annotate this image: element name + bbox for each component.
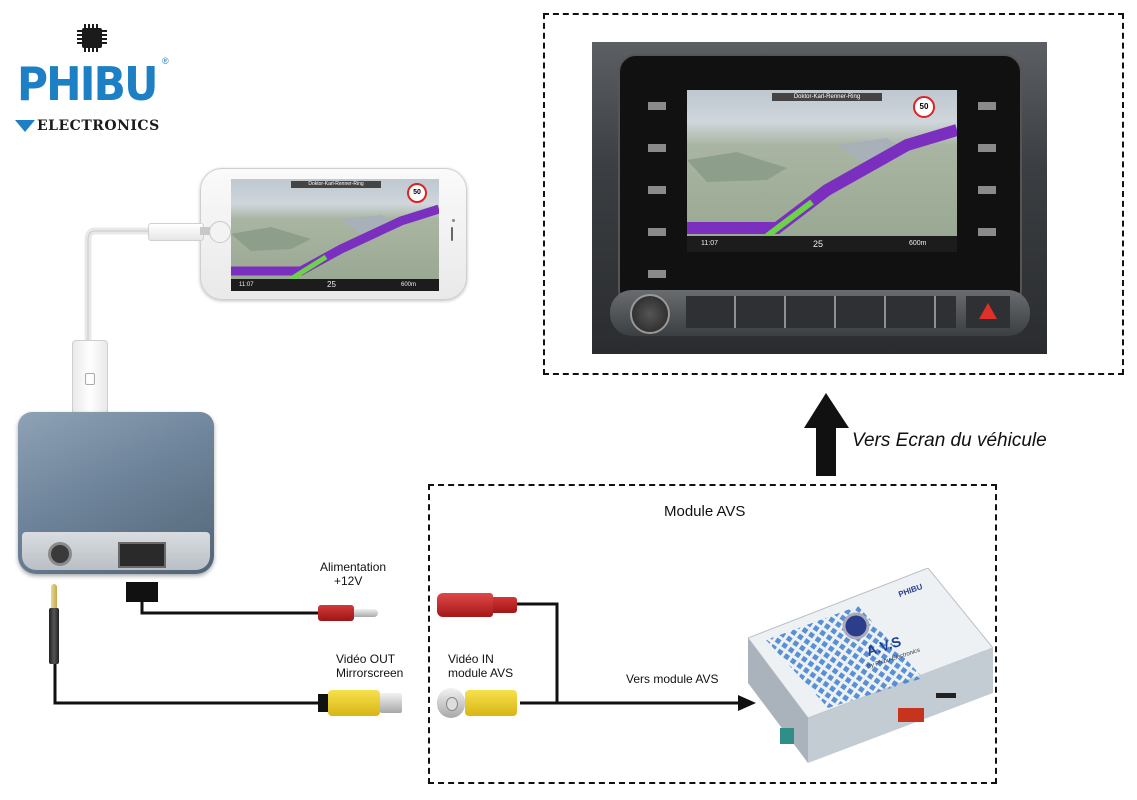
car-nav-speed: 25 xyxy=(813,239,824,249)
home-button xyxy=(209,221,231,243)
car-street-banner: Doktor-Karl-Renner-Ring xyxy=(772,93,882,101)
vehicle-screen-photo: Doktor-Karl-Renner-Ring 50 11:07 25 600m xyxy=(592,42,1047,354)
speed-limit-sign: 50 xyxy=(407,183,427,203)
label-module-avs-small: module AVS xyxy=(448,666,514,680)
nav-bar: 11:07 25 600m xyxy=(231,279,439,291)
vehicle-screen-frame xyxy=(543,13,1124,375)
car-nav-time: 11:07 xyxy=(701,240,718,247)
power-port xyxy=(118,542,166,568)
chip-icon xyxy=(77,24,107,52)
brand-sub: ELECTRONICS xyxy=(37,118,160,134)
street-banner: Doktor-Karl-Renner-Ring xyxy=(291,181,381,188)
label-video-out: Vidéo OUT xyxy=(336,652,396,666)
red-female-connector xyxy=(437,593,517,617)
hazard-button xyxy=(966,296,1010,328)
up-arrow xyxy=(804,393,849,476)
video-arrow-head xyxy=(738,695,756,711)
avs-power-cable xyxy=(516,602,559,703)
car-nav-route xyxy=(687,124,957,236)
car-nav-distance: 600m xyxy=(909,240,927,247)
jack-cable xyxy=(53,662,318,705)
brand-logo: PHIBU ® ELECTRONICS xyxy=(15,20,175,140)
car-nav-bar: 11:07 25 600m xyxy=(687,236,957,252)
audio-jack-port xyxy=(48,542,72,566)
lightning-connector xyxy=(148,223,204,241)
car-display: Doktor-Karl-Renner-Ring 50 11:07 25 600m xyxy=(687,90,957,252)
module-avs-frame xyxy=(428,484,997,784)
brand-triangle-icon xyxy=(15,120,35,132)
car-side-icons-left xyxy=(648,102,666,292)
lightning-plug xyxy=(200,227,210,235)
nav-speed: 25 xyxy=(327,280,336,289)
registered-mark: ® xyxy=(162,56,169,66)
label-vers-module-avs: Vers module AVS xyxy=(626,672,719,686)
smartphone: Doktor-Karl-Renner-Ring 50 11:07 25 600m xyxy=(200,168,467,300)
label-vers-ecran: Vers Ecran du véhicule xyxy=(852,430,1047,451)
avs-device: PHIBU A.V.S By Phibu-Electronics xyxy=(748,568,993,763)
label-module-avs: Module AVS xyxy=(664,503,746,520)
label-12v: +12V xyxy=(334,574,363,588)
hazard-icon xyxy=(979,303,997,319)
rca-video-out xyxy=(318,690,410,716)
car-side-icons-right xyxy=(978,102,996,252)
lightning-cable xyxy=(84,227,150,350)
power-cable xyxy=(140,597,318,615)
nav-distance: 600m xyxy=(401,282,417,288)
rca-video-in xyxy=(437,688,521,718)
car-button-strip xyxy=(610,290,1030,336)
usb-connector xyxy=(72,340,108,416)
brand-name: PHIBU xyxy=(17,57,158,111)
mirrorscreen-box xyxy=(18,412,214,574)
label-mirrorscreen: Mirrorscreen xyxy=(336,666,404,680)
power-plug xyxy=(126,582,158,602)
car-speed-limit-sign: 50 xyxy=(913,96,935,118)
audio-jack-plug xyxy=(47,584,61,664)
red-power-connector xyxy=(318,605,380,621)
car-volume-knob xyxy=(630,294,670,334)
nav-route xyxy=(231,204,439,279)
nav-time: 11:07 xyxy=(239,282,254,288)
car-buttons xyxy=(686,296,956,328)
usb-icon xyxy=(85,373,95,385)
avs-device-body xyxy=(748,568,993,763)
speaker-dot xyxy=(452,219,455,222)
label-alimentation: Alimentation xyxy=(320,560,387,574)
speaker-slot xyxy=(451,227,453,241)
label-video-in: Vidéo IN xyxy=(448,652,494,666)
phone-screen: Doktor-Karl-Renner-Ring 50 11:07 25 600m xyxy=(231,179,439,291)
